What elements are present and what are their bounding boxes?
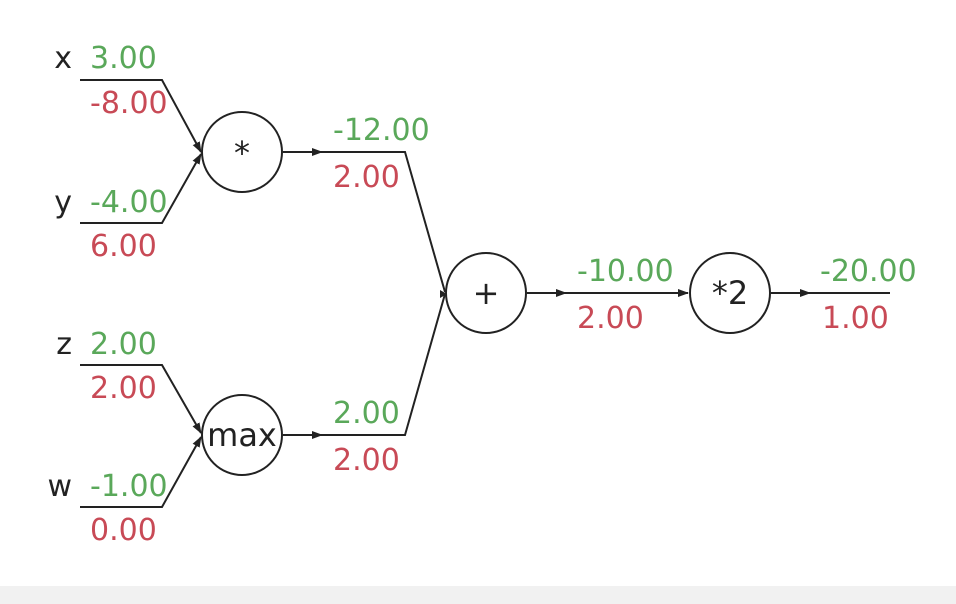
value-max: 2.00 [333,396,400,431]
edge-w-to-max [80,436,202,508]
input-names: x y z w [47,41,72,504]
value-mul: -12.00 [333,113,430,148]
input-name-w: w [47,469,72,504]
grad-y: 6.00 [90,229,157,264]
grad-scale: 1.00 [822,301,889,336]
node-scale: *2 [689,252,771,334]
edge-y-to-mul [80,153,202,224]
value-y: -4.00 [90,185,168,220]
grad-w: 0.00 [90,513,157,548]
grad-add: 2.00 [577,301,644,336]
node-mul-op: * [234,134,250,172]
forward-values: 3.00 -4.00 2.00 -1.00 -12.00 2.00 -10.00… [90,41,917,504]
value-add: -10.00 [577,254,674,289]
edge-z-to-max [80,364,202,434]
edge-mul-to-add [322,151,446,293]
value-w: -1.00 [90,469,168,504]
grad-mul: 2.00 [333,160,400,195]
input-name-y: y [54,185,72,220]
node-add-op: + [473,274,500,312]
node-max-circle [201,394,283,476]
node-max: max [201,394,283,476]
input-name-x: x [54,41,72,76]
node-scale-op: *2 [712,274,748,312]
grad-z: 2.00 [90,371,157,406]
value-x: 3.00 [90,41,157,76]
input-name-z: z [56,327,72,362]
arrowhead-add-in [440,290,447,298]
grad-max: 2.00 [333,443,400,478]
grad-x: -8.00 [90,86,168,121]
node-add-circle [445,252,527,334]
value-z: 2.00 [90,327,157,362]
edges [80,79,890,508]
edge-max-to-add [322,293,446,436]
node-add: + [445,252,527,334]
value-scale: -20.00 [820,254,917,289]
node-mul: * [201,111,283,193]
gradient-values: -8.00 6.00 2.00 0.00 2.00 2.00 2.00 1.00 [90,86,889,548]
bottom-band [0,586,956,604]
node-max-op: max [207,416,277,454]
edge-x-to-mul [80,79,202,153]
node-scale-circle [689,252,771,334]
node-mul-circle [201,111,283,193]
